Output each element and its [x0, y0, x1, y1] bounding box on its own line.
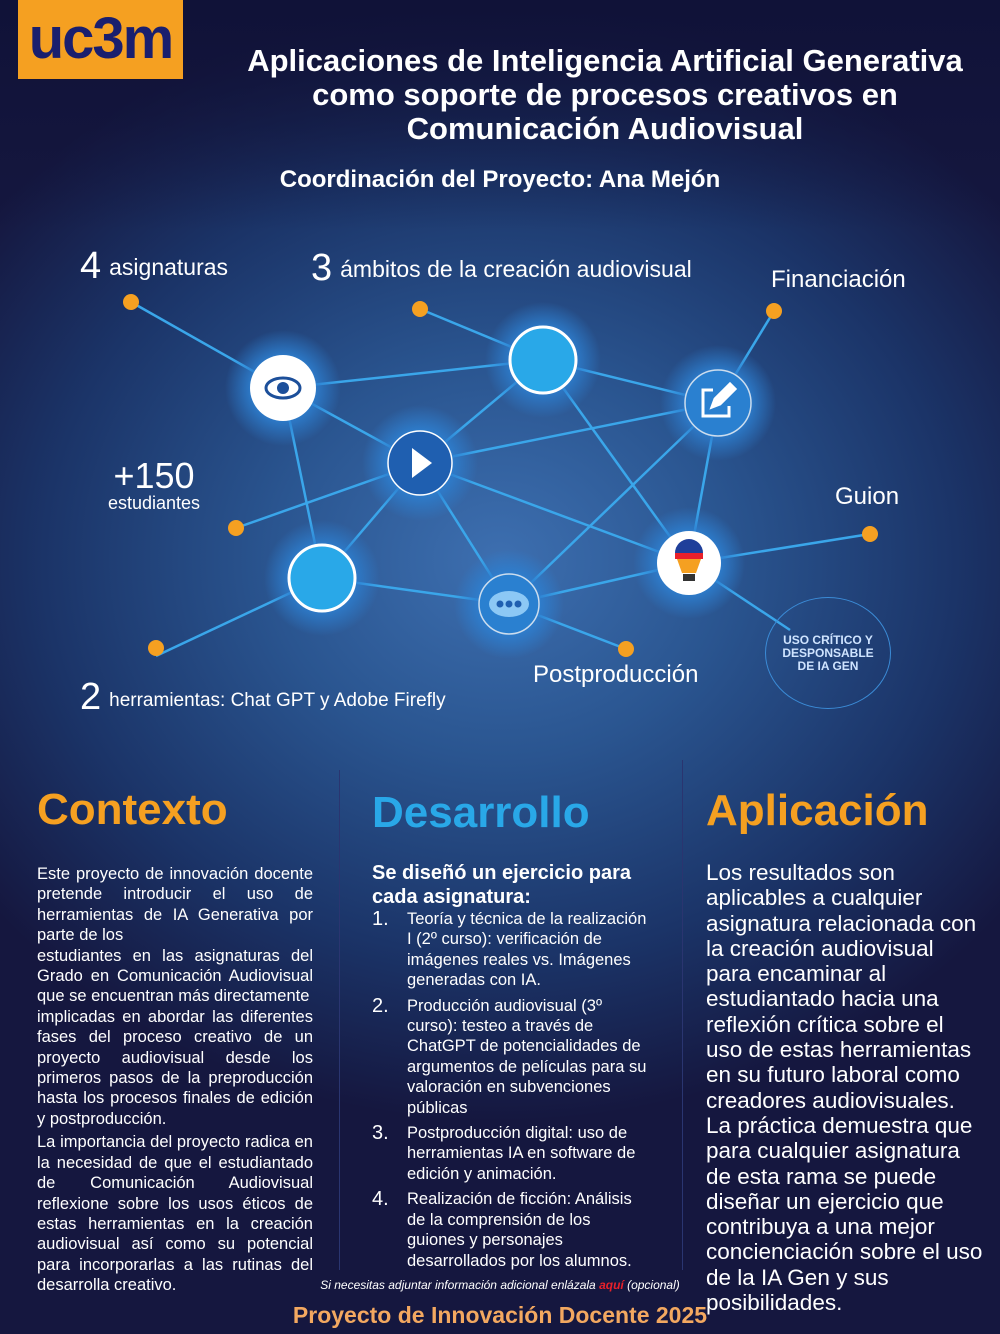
title-line: como soporte de procesos creativos en	[312, 77, 898, 112]
network-graph	[123, 294, 878, 659]
orange-dots	[123, 294, 878, 657]
stat-number: 4	[80, 245, 102, 287]
coordination-text: Coordinación del Proyecto: Ana Mejón	[279, 166, 721, 193]
chat-icon	[489, 591, 529, 617]
section-contexto: Contexto Este proyecto de innovación doc…	[37, 785, 313, 1296]
paragraph: implicadas en abordar las diferentes fas…	[37, 1007, 313, 1128]
stat-asignaturas: 4 asignaturas	[80, 245, 228, 288]
section-heading: Desarrollo	[372, 788, 590, 837]
stat-label: ámbitos de la creación audiovisual	[340, 256, 692, 282]
label-guion: Guion	[835, 483, 900, 510]
paragraph: Este proyecto de innovación docente pret…	[37, 865, 313, 945]
lightbulb-icon	[675, 539, 703, 581]
paragraph: estudiantes en las asignaturas del Grado…	[37, 946, 313, 1006]
orange-dot	[618, 641, 634, 657]
paragraph: La importancia del proyecto radica en la…	[37, 1133, 313, 1295]
node-edit	[660, 345, 776, 461]
title-line: Comunicación Audiovisual	[406, 111, 804, 146]
coordination: Coordinación del Proyecto: Ana Mejón	[0, 166, 1000, 194]
stat-number: 3	[311, 247, 333, 289]
stat-label: herramientas: Chat GPT y Adobe Firefly	[109, 690, 446, 711]
node-top	[485, 302, 601, 418]
orange-dot	[148, 640, 164, 656]
stat-label: asignaturas	[109, 254, 229, 280]
footer: Proyecto de Innovación Docente 2025	[292, 1302, 708, 1328]
node-eye	[225, 330, 341, 446]
stat-number: 2	[80, 676, 102, 718]
section-aplicacion: Aplicación Los resultados son aplicables…	[706, 786, 984, 1315]
label-postproduccion: Postproducción	[533, 661, 699, 688]
list-item: 2.Producción audiovisual (3º curso): tes…	[372, 994, 647, 1117]
node-bottom-left	[264, 520, 380, 636]
section-heading: Aplicación	[706, 786, 929, 835]
column-divider	[682, 760, 683, 1270]
node-play	[362, 405, 478, 521]
orange-dot	[862, 526, 878, 542]
stat-number: +150	[113, 455, 195, 496]
edit-icon	[701, 381, 738, 418]
paragraph: Los resultados son aplicables a cualquie…	[706, 860, 983, 1316]
orange-dot	[766, 303, 782, 319]
column-divider	[339, 770, 340, 1270]
critical-use-badge: USO CRÍTICO Y DESPONSABLE DE IA GEN	[765, 597, 891, 709]
exercise-list: 1.Teoría y técnica de la realización I (…	[372, 909, 652, 1271]
node-bulb	[633, 507, 745, 619]
poster-title: Aplicaciones de Inteligencia Artificial …	[210, 44, 1000, 146]
here-link[interactable]: aquí	[599, 1278, 624, 1292]
list-item: 3.Postproducción digital: uso de herrami…	[372, 1122, 636, 1183]
stat-label: estudiantes	[107, 493, 201, 513]
additional-info-note: Si necesitas adjuntar información adicio…	[320, 1278, 680, 1292]
section-heading: Contexto	[37, 785, 228, 834]
uc3m-logo: uc3m	[18, 0, 183, 79]
section-desarrollo: Desarrollo Se diseñó un ejercicio para c…	[372, 788, 652, 1276]
orange-dot	[228, 520, 244, 536]
intro: Se diseñó un ejercicio para cada asignat…	[372, 862, 631, 908]
play-icon	[412, 448, 432, 478]
orange-dot	[412, 301, 428, 317]
title-line: Aplicaciones de Inteligencia Artificial …	[247, 43, 963, 78]
stat-herramientas: 2 herramientas: Chat GPT y Adobe Firefly	[80, 676, 446, 719]
label-financiacion: Financiación	[771, 266, 906, 293]
eye-icon	[264, 376, 302, 400]
list-item: 1.Teoría y técnica de la realización I (…	[372, 908, 647, 990]
orange-dot	[123, 294, 139, 310]
node-chat	[454, 549, 564, 659]
list-item: 4.Realización de ficción: Análisis de la…	[372, 1188, 632, 1270]
stat-ambitos: 3 ámbitos de la creación audiovisual	[311, 247, 692, 290]
